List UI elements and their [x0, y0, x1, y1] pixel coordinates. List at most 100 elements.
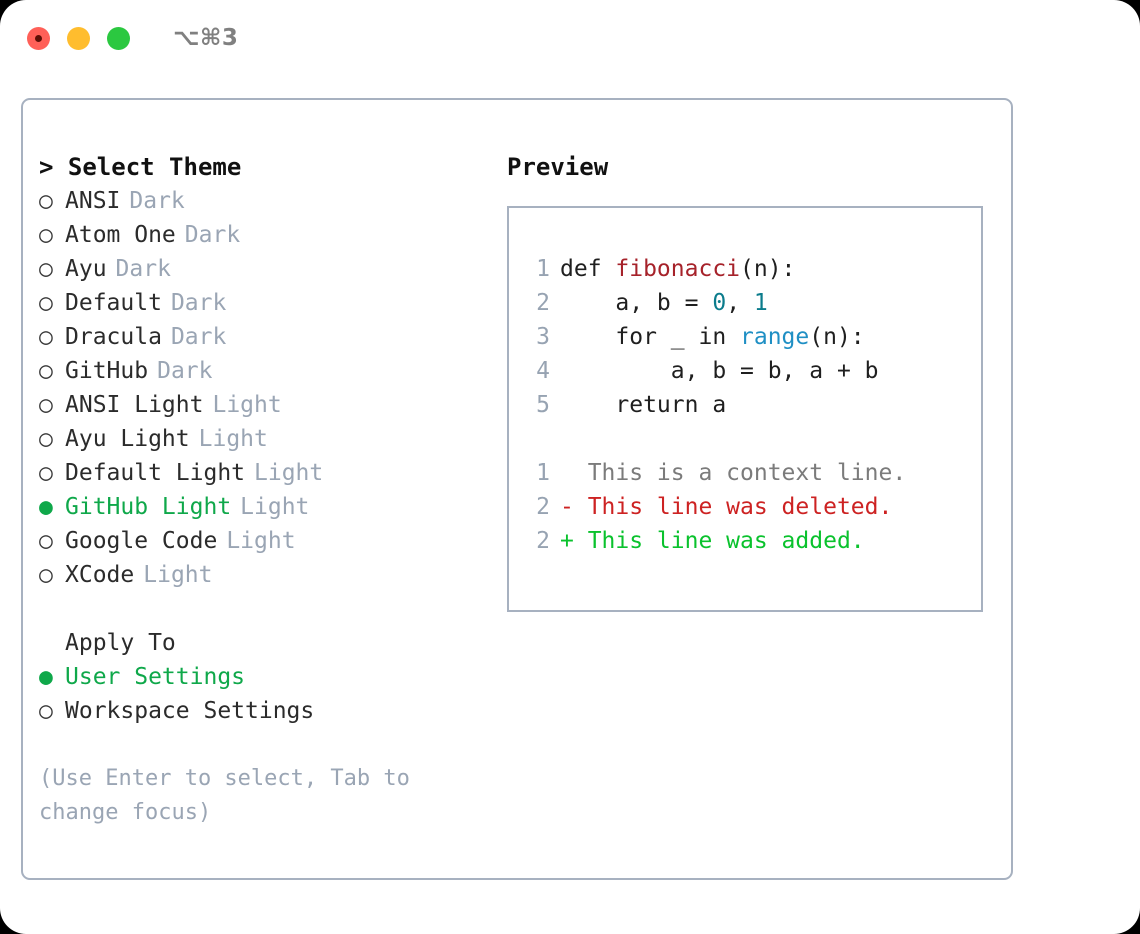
token-plain: a, b =	[560, 290, 713, 316]
code-line: 5 return a	[523, 388, 981, 422]
theme-name-label: Default	[65, 290, 162, 316]
window-controls	[27, 26, 130, 50]
theme-option-default-light[interactable]: ○ Default Light Light	[39, 456, 485, 490]
radio-unselected-icon: ○	[39, 324, 53, 350]
apply-to-option-user-settings[interactable]: ● User Settings	[39, 660, 485, 694]
theme-option-github[interactable]: ○ GitHub Dark	[39, 354, 485, 388]
radio-unselected-icon: ○	[39, 528, 53, 554]
code-text: This is a context line.	[560, 456, 907, 490]
code-text: - This line was deleted.	[560, 490, 892, 524]
theme-variant-tag: Dark	[170, 290, 227, 316]
token-plain: (n):	[740, 256, 796, 282]
theme-name-label: Ayu	[65, 256, 107, 282]
theme-variant-tag: Dark	[184, 222, 241, 248]
radio-unselected-icon: ○	[39, 290, 53, 316]
apply-to-heading: Apply To	[65, 630, 176, 656]
code-line: 1 def fibonacci(n):	[523, 252, 981, 286]
zoom-button[interactable]	[107, 26, 130, 50]
theme-name-label: Dracula	[65, 324, 162, 350]
code-text: return a	[560, 388, 726, 422]
theme-option-default[interactable]: ○ Default Dark	[39, 286, 485, 320]
theme-option-ayu[interactable]: ○ Ayu Dark	[39, 252, 485, 286]
theme-name-label: Ayu Light	[65, 426, 190, 452]
theme-variant-tag: Light	[254, 460, 324, 486]
line-number: 2	[536, 528, 550, 554]
theme-variant-tag: Dark	[115, 256, 171, 282]
theme-option-github-light[interactable]: ● GitHub Light Light	[39, 490, 485, 524]
theme-name-label: GitHub Light	[65, 494, 232, 520]
token-func: fibonacci	[615, 256, 741, 282]
theme-name-label: ANSI Light	[65, 392, 204, 418]
preview-heading: Preview	[507, 153, 609, 181]
close-button[interactable]	[27, 26, 50, 50]
token-plain: return a	[560, 392, 727, 418]
radio-selected-icon: ●	[39, 664, 53, 690]
theme-name-label: XCode	[65, 562, 135, 588]
radio-unselected-icon: ○	[39, 562, 53, 588]
code-text: a, b = b, a + b	[560, 354, 879, 388]
theme-name-label: Atom One	[65, 222, 176, 248]
keyboard-hint: (Use Enter to select, Tab to change focu…	[39, 766, 410, 825]
token-num: 1	[753, 290, 768, 316]
theme-option-ansi[interactable]: ○ ANSI Dark	[39, 184, 485, 218]
apply-to-list: ● User Settings ○ Workspace Settings	[39, 660, 485, 728]
theme-name-label: Default Light	[65, 460, 246, 486]
line-number: 4	[536, 358, 550, 384]
line-number: 2	[536, 494, 550, 520]
line-number: 1	[536, 256, 550, 282]
token-plain: (n):	[809, 324, 865, 350]
diff-sample: 1 This is a context line.2- This line wa…	[523, 456, 981, 558]
theme-variant-tag: Dark	[129, 188, 185, 214]
token-plain: ,	[726, 290, 754, 316]
code-text: def fibonacci(n):	[560, 252, 795, 286]
radio-unselected-icon: ○	[39, 426, 53, 452]
theme-variant-tag: Light	[198, 426, 268, 452]
code-line: 3 for _ in range(n):	[523, 320, 981, 354]
theme-name-label: GitHub	[65, 358, 149, 384]
token-builtin: range	[740, 324, 810, 350]
line-number: 3	[536, 324, 550, 350]
line-number: 5	[536, 392, 550, 418]
minimize-button[interactable]	[67, 26, 90, 50]
theme-variant-tag: Light	[240, 494, 310, 520]
theme-name-label: ANSI	[65, 188, 121, 214]
radio-unselected-icon: ○	[39, 358, 53, 384]
theme-option-xcode[interactable]: ○ XCode Light	[39, 558, 485, 592]
code-line: 4 a, b = b, a + b	[523, 354, 981, 388]
code-text: + This line was added.	[560, 524, 865, 558]
theme-variant-tag: Light	[226, 528, 296, 554]
theme-variant-tag: Dark	[157, 358, 213, 384]
line-number: 2	[536, 290, 550, 316]
code-line: 2 - This line was deleted.	[523, 490, 981, 524]
token-add: + This line was added.	[560, 528, 865, 554]
radio-unselected-icon: ○	[39, 256, 53, 282]
select-theme-heading: > Select Theme	[39, 153, 242, 181]
apply-to-label: Workspace Settings	[65, 698, 315, 724]
apply-to-label: User Settings	[65, 664, 246, 690]
token-num: 0	[712, 290, 727, 316]
radio-unselected-icon: ○	[39, 188, 53, 214]
radio-unselected-icon: ○	[39, 698, 53, 724]
code-line: 2 a, b = 0, 1	[523, 286, 981, 320]
radio-selected-icon: ●	[39, 494, 53, 520]
code-spacer	[523, 422, 981, 456]
radio-unselected-icon: ○	[39, 392, 53, 418]
code-text: for _ in range(n):	[560, 320, 865, 354]
theme-variant-tag: Light	[143, 562, 213, 588]
theme-option-atom-one[interactable]: ○ Atom One Dark	[39, 218, 485, 252]
theme-option-ayu-light[interactable]: ○ Ayu Light Light	[39, 422, 485, 456]
keyboard-shortcut-label: ⌥⌘3	[173, 25, 239, 51]
radio-unselected-icon: ○	[39, 460, 53, 486]
radio-unselected-icon: ○	[39, 222, 53, 248]
title-bar: ⌥⌘3	[0, 0, 1140, 76]
apply-to-option-workspace-settings[interactable]: ○ Workspace Settings	[39, 694, 485, 728]
